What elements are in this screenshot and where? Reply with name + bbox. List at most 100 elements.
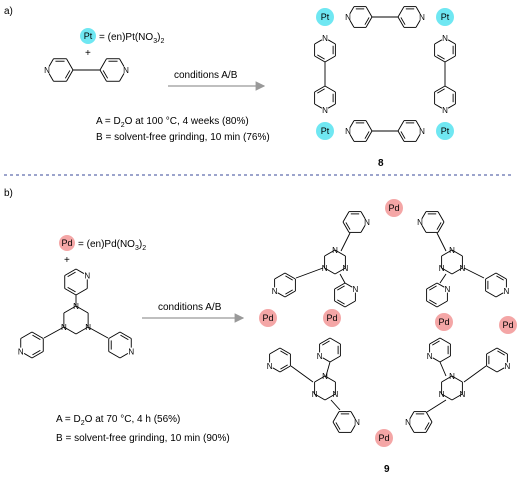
bond [429,285,437,291]
bond [324,85,336,93]
bond [434,103,443,109]
bond [426,399,447,413]
bond [314,85,326,93]
pd-metal-legend-circle [59,235,75,251]
nitrogen-atom-label: N [353,285,359,294]
bond [486,365,498,373]
bond [280,364,288,370]
nitrogen-atom-label: N [417,218,423,227]
compound-number-8: 8 [378,158,384,169]
pd-mid-right-circle [435,313,453,331]
bond [409,411,415,420]
cage-triazine-n: N [439,264,445,273]
cage-triazine-n: N [439,390,445,399]
bond [32,334,41,341]
bond [441,267,453,275]
bond [108,331,121,339]
bond [439,355,451,363]
bond [31,331,44,339]
bond [272,367,281,373]
nitrogen-atom-label: N [123,66,129,75]
bond [64,288,77,296]
bond [279,365,291,373]
sq-top-ring-r: N [397,6,425,28]
cage-triazine-n: N [322,264,328,273]
bond [439,337,451,345]
bond [439,361,447,377]
pt-top-left-circle [316,8,334,26]
cage-py-ul-top: N [342,211,370,233]
pt-top-right-circle [436,8,454,26]
bond [314,375,326,383]
bond [365,120,373,132]
bond [119,353,129,359]
cage-triazine-n: N [460,264,466,273]
bond [284,272,296,280]
bond [99,58,107,71]
pt-top-left-symbol: Pt [321,12,330,22]
condition-b-text-a: B = solvent-free grinding, 10 min (76%) [96,132,270,143]
bond [334,282,346,290]
bond [75,326,89,335]
nitrogen-atom-label: N [427,352,433,361]
pd-mid-left-symbol: Pd [326,313,337,323]
conditions-label-a: conditions A/B [174,70,238,81]
bond [439,273,447,284]
pt-bottom-right-circle [436,122,454,140]
bond [48,58,54,67]
bond [424,422,430,430]
cage-triazine-n: N [449,372,455,381]
bond [349,120,355,129]
bond [441,393,453,401]
nitrogen-atom-label: N [345,127,351,136]
bond [436,282,445,288]
cage-triazine-ul [324,249,346,275]
bond [337,299,345,305]
bipy-ring-right: N [99,58,129,82]
bond [360,224,366,233]
nitrogen-atom-label: N [345,13,351,22]
condition-a-text-b: A = D2O at 70 °C, 4 h (56%) [56,414,180,427]
cage-triazine-n: N [312,390,318,399]
bond [441,249,453,257]
nitrogen-atom-label: N [504,287,510,296]
pd-left-symbol: Pd [262,313,273,323]
nitrogen-atom-label: N [317,352,323,361]
panel-a-label: a) [4,6,13,17]
bond [119,331,132,339]
sq-bot-ring-r: N [397,120,425,142]
bond [485,290,497,298]
bond [23,353,33,359]
bond [397,130,405,142]
bond [314,393,326,401]
bond [324,375,336,383]
nitrogen-atom-label: N [322,34,328,43]
bond [397,120,405,132]
bond [400,131,406,139]
nitrogen-atom-label: N [419,127,425,136]
bond [75,305,89,314]
bond [334,267,346,275]
cage-py-ll-left: N [267,347,291,373]
bond [432,357,441,363]
bond [322,357,331,363]
bond [63,326,77,335]
bond [269,347,281,355]
bond [349,19,355,28]
bond [429,337,441,345]
bond [496,367,505,373]
bond [119,73,125,82]
bond [31,351,44,359]
cage-py-lr-bottom: N [405,411,433,433]
cage-py-ll-bottom: N [332,411,360,433]
tpt-pyridine-top: N [64,268,90,296]
bond [329,355,341,363]
bond [20,331,33,339]
bond [344,300,356,308]
bond [437,54,445,60]
bond [319,337,331,345]
bond [497,350,505,356]
